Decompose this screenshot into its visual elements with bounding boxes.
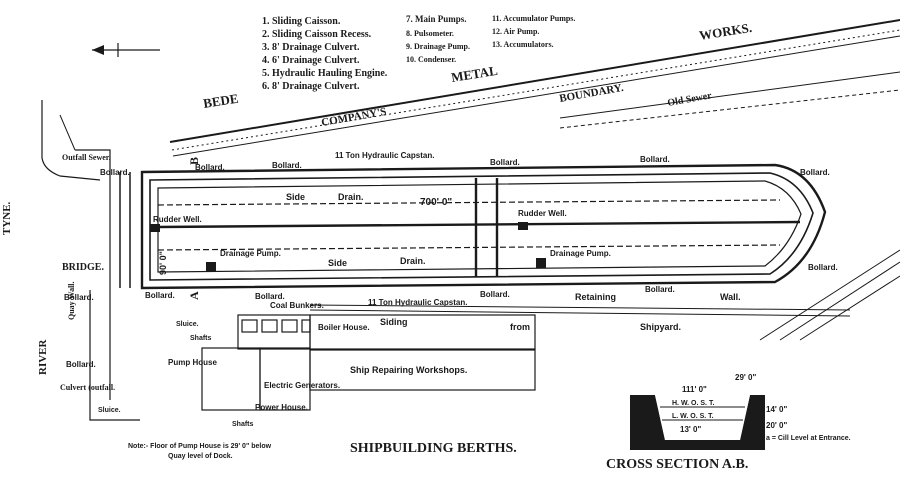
capstan-bottom-label: 11 Ton Hydraulic Capstan. (368, 298, 467, 307)
shipyard-label: Shipyard. (640, 322, 681, 332)
bollard-label: Bollard. (800, 168, 830, 177)
legend-item: 6. 8' Drainage Culvert. (262, 81, 360, 92)
depth-label: 29' 0" (735, 373, 756, 382)
bridge-label: BRIDGE. (62, 262, 104, 273)
drainage-pump-label: Drainage Pump. (220, 249, 281, 258)
section-mark-b: B (187, 157, 201, 165)
cross-section-drawing (630, 395, 765, 450)
metal-label: METAL (450, 63, 499, 85)
shipbuilding-berths-label: SHIPBUILDING BERTHS. (350, 441, 517, 456)
cross-section-title: CROSS SECTION A.B. (606, 457, 748, 472)
bollard-label: Bollard. (808, 263, 838, 272)
bollard-label: Bollard. (145, 291, 175, 300)
river-label: RIVER (37, 338, 49, 375)
legend-item: 11. Accumulator Pumps. (492, 14, 575, 23)
drain-label: Drain. (338, 192, 364, 202)
old-sewer-label: Old Sewer (667, 90, 714, 109)
drainage-pump-marker (536, 258, 546, 268)
bollard-label: Bollard. (272, 161, 302, 170)
depth-label: 14' 0" (766, 405, 787, 414)
legend-item: 5. Hydraulic Hauling Engine. (262, 68, 388, 79)
rudder-well-marker (150, 224, 160, 232)
bollard-label: Bollard. (490, 158, 520, 167)
drain-label: Drain. (400, 256, 426, 266)
legend-item: 13. Accumulators. (492, 40, 554, 49)
pump-house-label: Pump House (168, 358, 217, 367)
bollard-label: Bollard. (64, 293, 94, 302)
workshops-label: Ship Repairing Workshops. (350, 365, 467, 375)
legend-column-1: 1. Sliding Caisson. 2. Sliding Caisson R… (262, 16, 388, 92)
legend-item: 1. Sliding Caisson. (262, 16, 341, 27)
side-label: Side (286, 192, 305, 202)
retaining-label: Retaining (575, 292, 616, 302)
legend-item: 8. Pulsometer. (406, 29, 454, 38)
bede-label: BEDE (202, 91, 239, 111)
coal-bunkers-label: Coal Bunkers. (270, 301, 324, 310)
bollard-label: Bollard. (640, 155, 670, 164)
rudder-well-label: Rudder Well. (518, 209, 567, 218)
how-label: H. W. O. S. T. (672, 400, 714, 407)
sluice-label: Sluice. (98, 407, 121, 414)
boiler-house-label: Boiler House. (318, 323, 370, 332)
boundary-wall (169, 19, 900, 157)
drainage-pump-label: Drainage Pump. (550, 249, 611, 258)
section-mark-a: A (187, 291, 201, 300)
dock-length-label: 700' 0" (420, 197, 452, 208)
drainage-pump-marker (206, 262, 216, 272)
north-arrow-icon (92, 43, 160, 57)
bottom-width-label: 13' 0" (680, 425, 701, 434)
legend-item: 12. Air Pump. (492, 27, 539, 36)
siding-label: Siding (380, 317, 408, 327)
legend-item: 2. Sliding Caisson Recess. (262, 29, 372, 40)
legend-item: 10. Condenser. (406, 55, 456, 64)
cill-note-label: a = Cill Level at Entrance. (766, 435, 851, 442)
sluice-label: Sluice. (176, 321, 199, 328)
bollard-label: Bollard. (255, 292, 285, 301)
bollard-label: Bollard. (66, 360, 96, 369)
bollard-label: Bollard. (480, 290, 510, 299)
depth-label: 20' 0" (766, 421, 787, 430)
outfall-sewer-label: Outfall Sewer. (62, 153, 111, 162)
boundary-label: BOUNDARY. (558, 82, 624, 105)
from-label: from (510, 322, 530, 332)
tyne-label: TYNE. (1, 201, 13, 235)
legend-item: 3. 8' Drainage Culvert. (262, 42, 360, 53)
quay-wall-label: Quay Wall. (67, 281, 76, 320)
note-line-2: Quay level of Dock. (168, 453, 233, 460)
works-label: WORKS. (698, 20, 753, 43)
legend-item: 4. 6' Drainage Culvert. (262, 55, 360, 66)
side-label: Side (328, 258, 347, 268)
legend-item: 9. Drainage Pump. (406, 42, 470, 51)
dry-dock-basin (119, 163, 827, 290)
bollard-label: Bollard. (100, 168, 130, 177)
company-label: COMPANY'S (320, 106, 387, 129)
dock-width-label: 90' 0" (158, 251, 168, 275)
legend-column-2: 7. Main Pumps. 8. Pulsometer. 9. Drainag… (406, 14, 470, 64)
rudder-well-marker (518, 222, 528, 230)
shafts-label: Shafts (190, 335, 212, 342)
power-house-label: Power House. (255, 403, 308, 412)
capstan-top-label: 11 Ton Hydraulic Capstan. (335, 151, 434, 160)
buildings (201, 304, 851, 411)
bollard-label: Bollard. (195, 163, 225, 172)
river-edge (41, 100, 140, 421)
wall-label: Wall. (720, 292, 741, 302)
low-label: L. W. O. S. T. (672, 413, 714, 420)
note-line-1: Note:- Floor of Pump House is 29' 0" bel… (128, 443, 272, 450)
bollard-label: Bollard. (645, 285, 675, 294)
electric-generators-label: Electric Generators. (264, 381, 340, 390)
top-width-label: 111' 0" (682, 385, 707, 394)
shafts-label: Shafts (232, 421, 254, 428)
slope-hatching (759, 249, 900, 341)
legend-item: 7. Main Pumps. (406, 14, 467, 24)
culvert-label: Culvert (outfall. (60, 383, 115, 392)
rudder-well-label: Rudder Well. (153, 215, 202, 224)
legend-column-3: 11. Accumulator Pumps. 12. Air Pump. 13.… (492, 14, 575, 49)
